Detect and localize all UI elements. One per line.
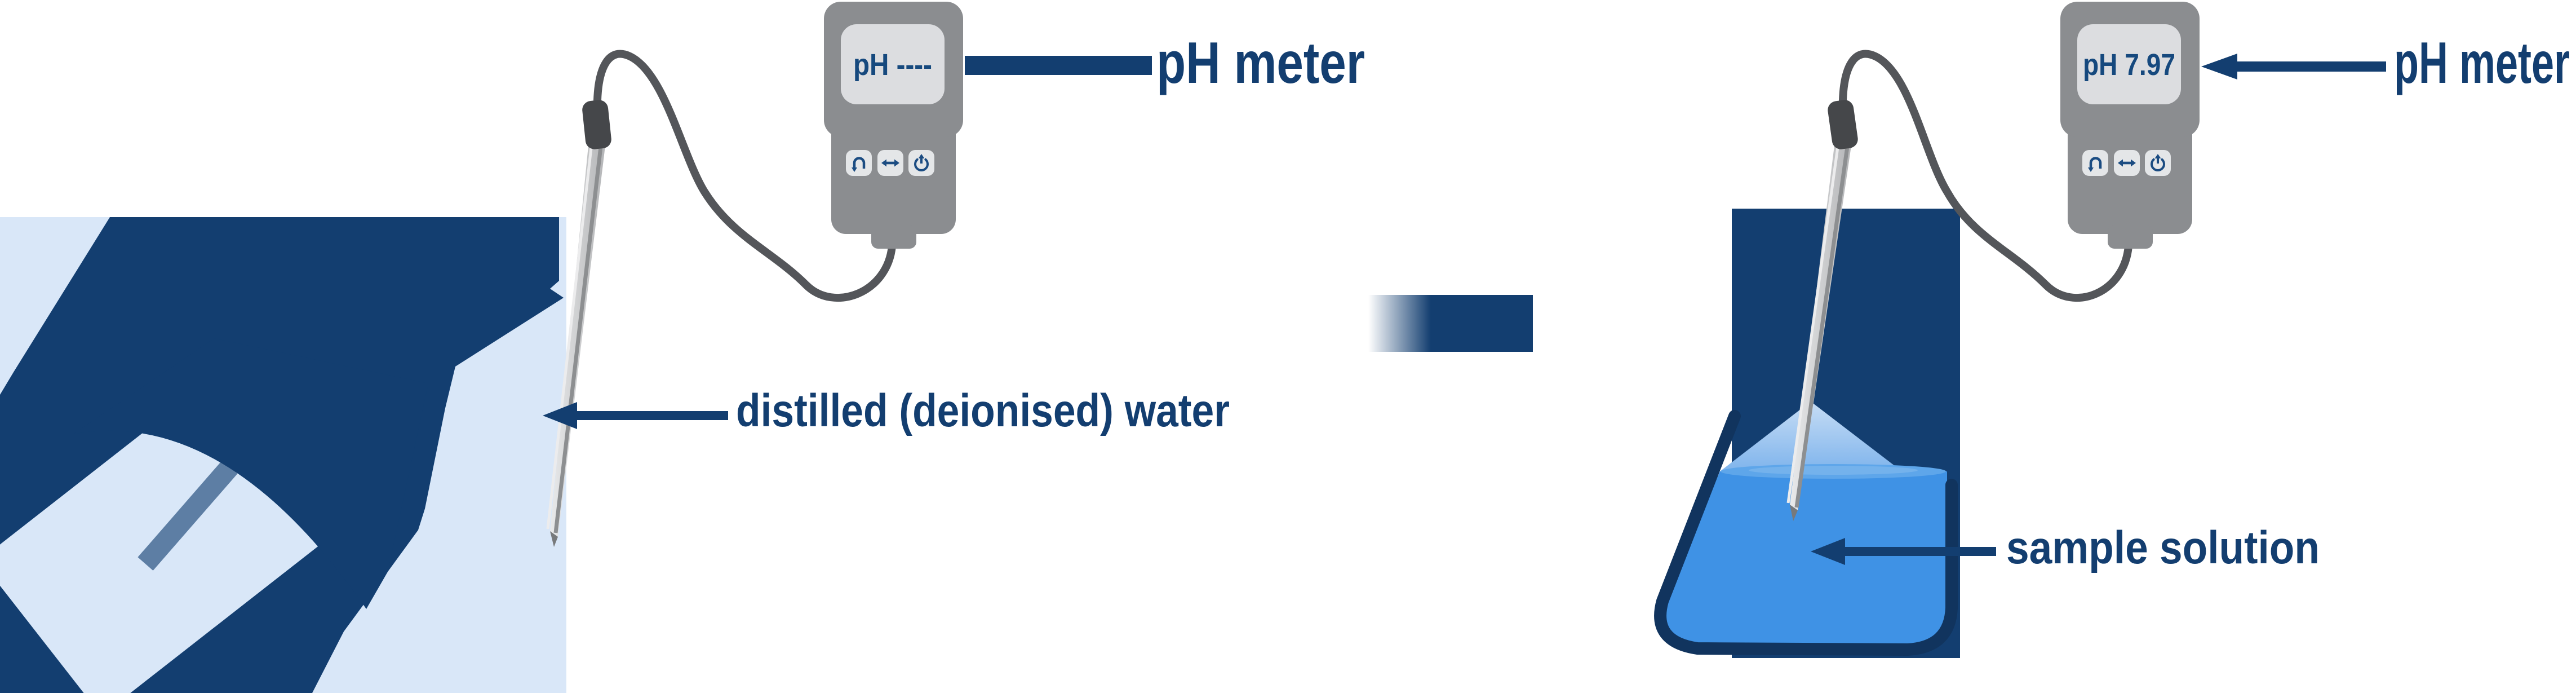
probe-tip [1790,505,1798,521]
liquid-surface-highlight [1749,466,1918,475]
distilled-water-label: distilled (deionised) water [736,385,1230,436]
distilled-water-scene: pH ---- pH meter distilled (deionised) w… [0,2,1365,693]
sample-solution-arrow [1811,538,1996,565]
probe-cap [582,100,611,149]
sample-solution-label: sample solution [2006,522,2320,573]
probe-highlight [1786,147,1839,504]
ph-meter-label-left: pH meter [1156,30,1365,96]
ph-meter-label-right: pH meter [2394,30,2570,96]
ph-probe [1786,100,1858,521]
probe-core-line [553,146,603,533]
probe-cap [1828,100,1858,149]
ph-probe [546,100,611,547]
meter-display-value: pH ---- [853,48,932,82]
probe-core-line [1794,146,1850,508]
flask-neck-cone [1720,401,1902,471]
flask-liquid [1662,471,1947,646]
probe-cable [593,50,896,302]
stir-rod [138,460,238,571]
probe-tip [550,531,558,547]
distilled-water-arrow [543,402,728,429]
ph-meter-right: pH 7.97 [2060,2,2200,249]
ph-meter-leader-line [965,56,1152,75]
ph-meter-arrow [2201,54,2386,80]
meter-display-value: pH 7.97 [2083,48,2175,82]
beaker-curve-shape [73,338,428,609]
probe-cable [1839,50,2132,302]
transition-arrow-bar [1368,295,1533,352]
flask-outline [1654,410,1958,656]
ph-meter-left: pH ---- [824,2,963,249]
sample-solution-scene: pH 7.97 pH meter sample solution [1654,2,2570,658]
probe-highlight [546,147,593,529]
